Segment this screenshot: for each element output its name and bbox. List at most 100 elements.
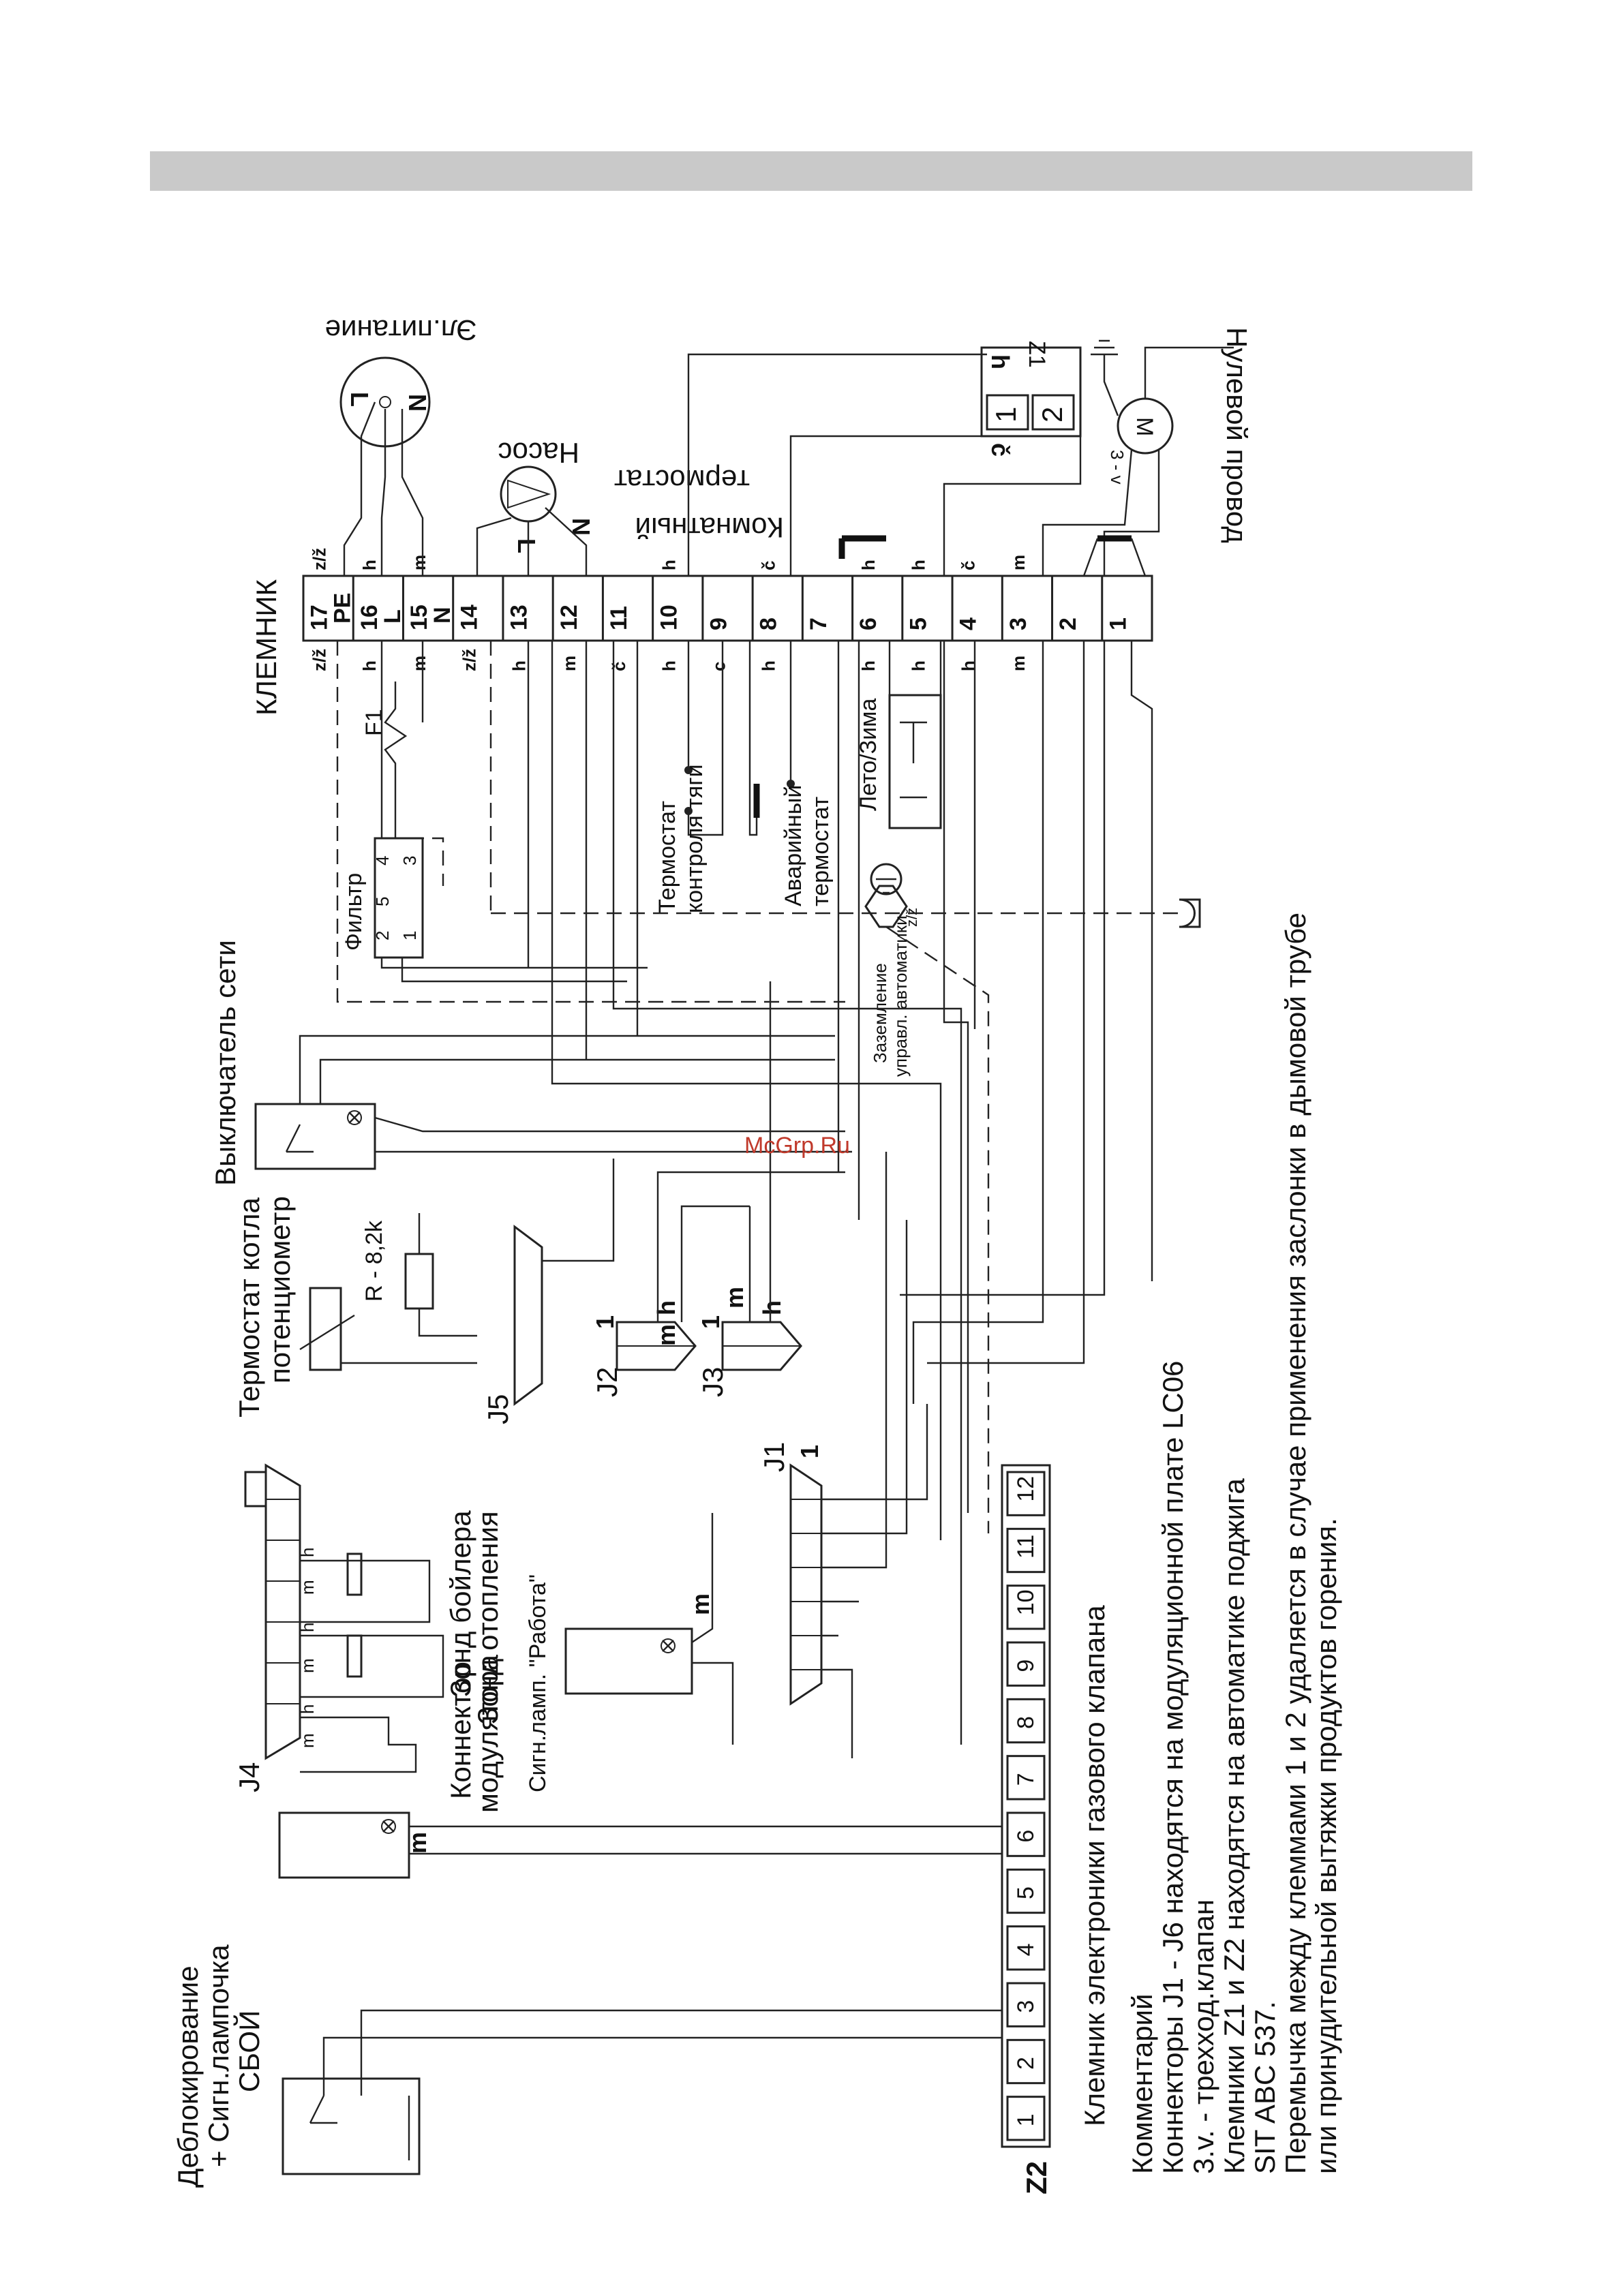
terminal-sub-label: N (429, 607, 455, 624)
j5-label: J5 (482, 1394, 514, 1424)
deblok-2: + Сигн.лампочка (202, 1944, 234, 2167)
j1-label: J1 (758, 1442, 790, 1472)
z2-cell (1006, 1868, 1046, 1914)
nasos-label: Насос (498, 437, 579, 469)
komn-2: термостат (614, 464, 750, 496)
j3-h: h (758, 1300, 786, 1315)
j2-label: J2 (591, 1367, 623, 1397)
deblok-1: Деблокирование (172, 1965, 204, 2188)
z2-cell (1006, 1811, 1046, 1857)
zond-otopleniya: Зонд отопления (472, 1511, 504, 1724)
terminal-number: 14 (456, 604, 482, 630)
motor-m: M (1132, 417, 1157, 436)
z2-label: Z2 (1020, 2161, 1052, 2194)
terminal-number: 15 (406, 604, 432, 630)
terminal-bottom-code: č (609, 662, 629, 671)
z2-cell-number: 11 (1013, 1535, 1039, 1559)
terminal-number: 4 (956, 617, 982, 630)
filtr-3: 3 (399, 856, 420, 866)
zazem-z: z/ž (903, 908, 920, 927)
sign-lamp-rabota: Сигн.ламп. "Работа" (525, 1574, 551, 1792)
konnektor-2: модулятора (472, 1654, 504, 1813)
terminal-bottom-code: h (908, 660, 928, 671)
draft-thermostat: Термостат контроля тяги (654, 641, 724, 913)
terminal-number: 17 (307, 604, 333, 630)
pump: Насос L N (476, 437, 595, 576)
z2-cell-number: 8 (1013, 1716, 1039, 1729)
j1-1: 1 (795, 1445, 823, 1458)
room-thermostat-z1: 1 2 Z1 č h Комнатный термостат (614, 341, 1082, 576)
j4-h3: h (297, 1704, 318, 1714)
grounding: Заземление управл. автоматики z/ž (864, 863, 920, 1077)
connector-j3: J3 1 m h (697, 981, 802, 1397)
zazem-2: управл. автоматики (890, 915, 911, 1077)
connector-j1: J1 1 (758, 1152, 928, 1758)
zond-boylera: Зонд бойлера (444, 1510, 476, 1697)
j4-h2: h (297, 1623, 318, 1632)
z2-cell-number: 5 (1013, 1886, 1039, 1899)
j2-m: m (652, 1324, 680, 1346)
avariyny-2: термостат (808, 797, 834, 906)
j4-h1: h (297, 1548, 318, 1557)
terminal-number: 11 (606, 606, 632, 630)
avariyny-1: Аварийный (780, 785, 806, 906)
filtr-5: 5 (372, 897, 393, 906)
terminal-number: 12 (556, 604, 582, 630)
terminal-number: 7 (806, 617, 832, 630)
z2-cell-number: 4 (1013, 1943, 1039, 1956)
terminal-bottom-code: h (759, 660, 779, 671)
terminal-top-code: h (908, 560, 928, 570)
terminal-bottom-code: m (409, 656, 429, 671)
filtr-label: Фильтр (341, 873, 367, 951)
socket-n: N (404, 394, 431, 412)
terminal-bottom-code: h (858, 660, 879, 671)
z1-cell-2: 2 (1036, 407, 1068, 423)
potenciometr: потенциометр (264, 1196, 296, 1383)
terminal-sub-label: PE (330, 593, 356, 624)
z2-cell (1006, 1585, 1046, 1630)
j4-m1: m (297, 1580, 318, 1595)
terminal-top-code: h (359, 560, 380, 570)
terminal-bottom-code: m (559, 656, 579, 671)
terminal-bottom-code: z/ž (309, 649, 330, 671)
komn-1: Комнатный (635, 512, 784, 544)
terminal-top-code: h (858, 560, 879, 570)
terminal-number: 9 (706, 617, 732, 630)
comment-6: или принудительной вытяжки продуктов гор… (1310, 1518, 1342, 2174)
j4-label: J4 (233, 1762, 265, 1792)
z2-cell (1006, 1641, 1046, 1687)
comment-4: SIT ABC 537. (1249, 2001, 1281, 2174)
f1-label: F1 (361, 709, 387, 736)
z2-cell (1006, 2096, 1046, 2141)
comment-5: Перемычка между клеммами 1 и 2 удаляется… (1279, 913, 1311, 2174)
z2-cell-number: 12 (1013, 1476, 1039, 1502)
z2-cell (1006, 1527, 1046, 1574)
resistor: R - 8,2k (361, 1220, 387, 1302)
rabota-m: m (686, 1593, 714, 1615)
terminal-number: 6 (855, 617, 881, 630)
watermark: McGrp.Ru (744, 1133, 850, 1159)
terminal-bottom-code: h (958, 660, 979, 671)
tyagi-1: Термостат (654, 801, 680, 913)
connector-j4: J4 h m h m h m Зонд бойлера Зонд отоплен… (233, 1463, 504, 1813)
z2-cell-number: 2 (1013, 2057, 1039, 2070)
j3-m: m (721, 1287, 748, 1308)
terminal-number: 5 (905, 617, 931, 630)
socket-l: L (346, 392, 374, 407)
filtr-4: 4 (372, 856, 393, 866)
z2-cell-number: 10 (1013, 1590, 1039, 1616)
z2-cell-number: 6 (1013, 1830, 1039, 1843)
comment-1: Коннекторы J1 - J6 находятся на модуляци… (1157, 1361, 1189, 2174)
comment-0: Комментарий (1126, 1993, 1158, 2174)
terminal-bottom-code: z/ž (459, 649, 479, 671)
sboy-m: m (404, 1832, 431, 1854)
z1-cell-1: 1 (990, 407, 1022, 423)
deblok-3: СБОЙ (232, 2010, 265, 2092)
tyagi-2: контроля тяги (682, 764, 708, 913)
filtr-1: 1 (399, 931, 420, 940)
comments: Комментарий Коннекторы J1 - J6 находятся… (1126, 913, 1342, 2174)
connector-j2: J2 1 h m (591, 1171, 845, 1397)
terminal-sub-label: L (380, 609, 406, 624)
